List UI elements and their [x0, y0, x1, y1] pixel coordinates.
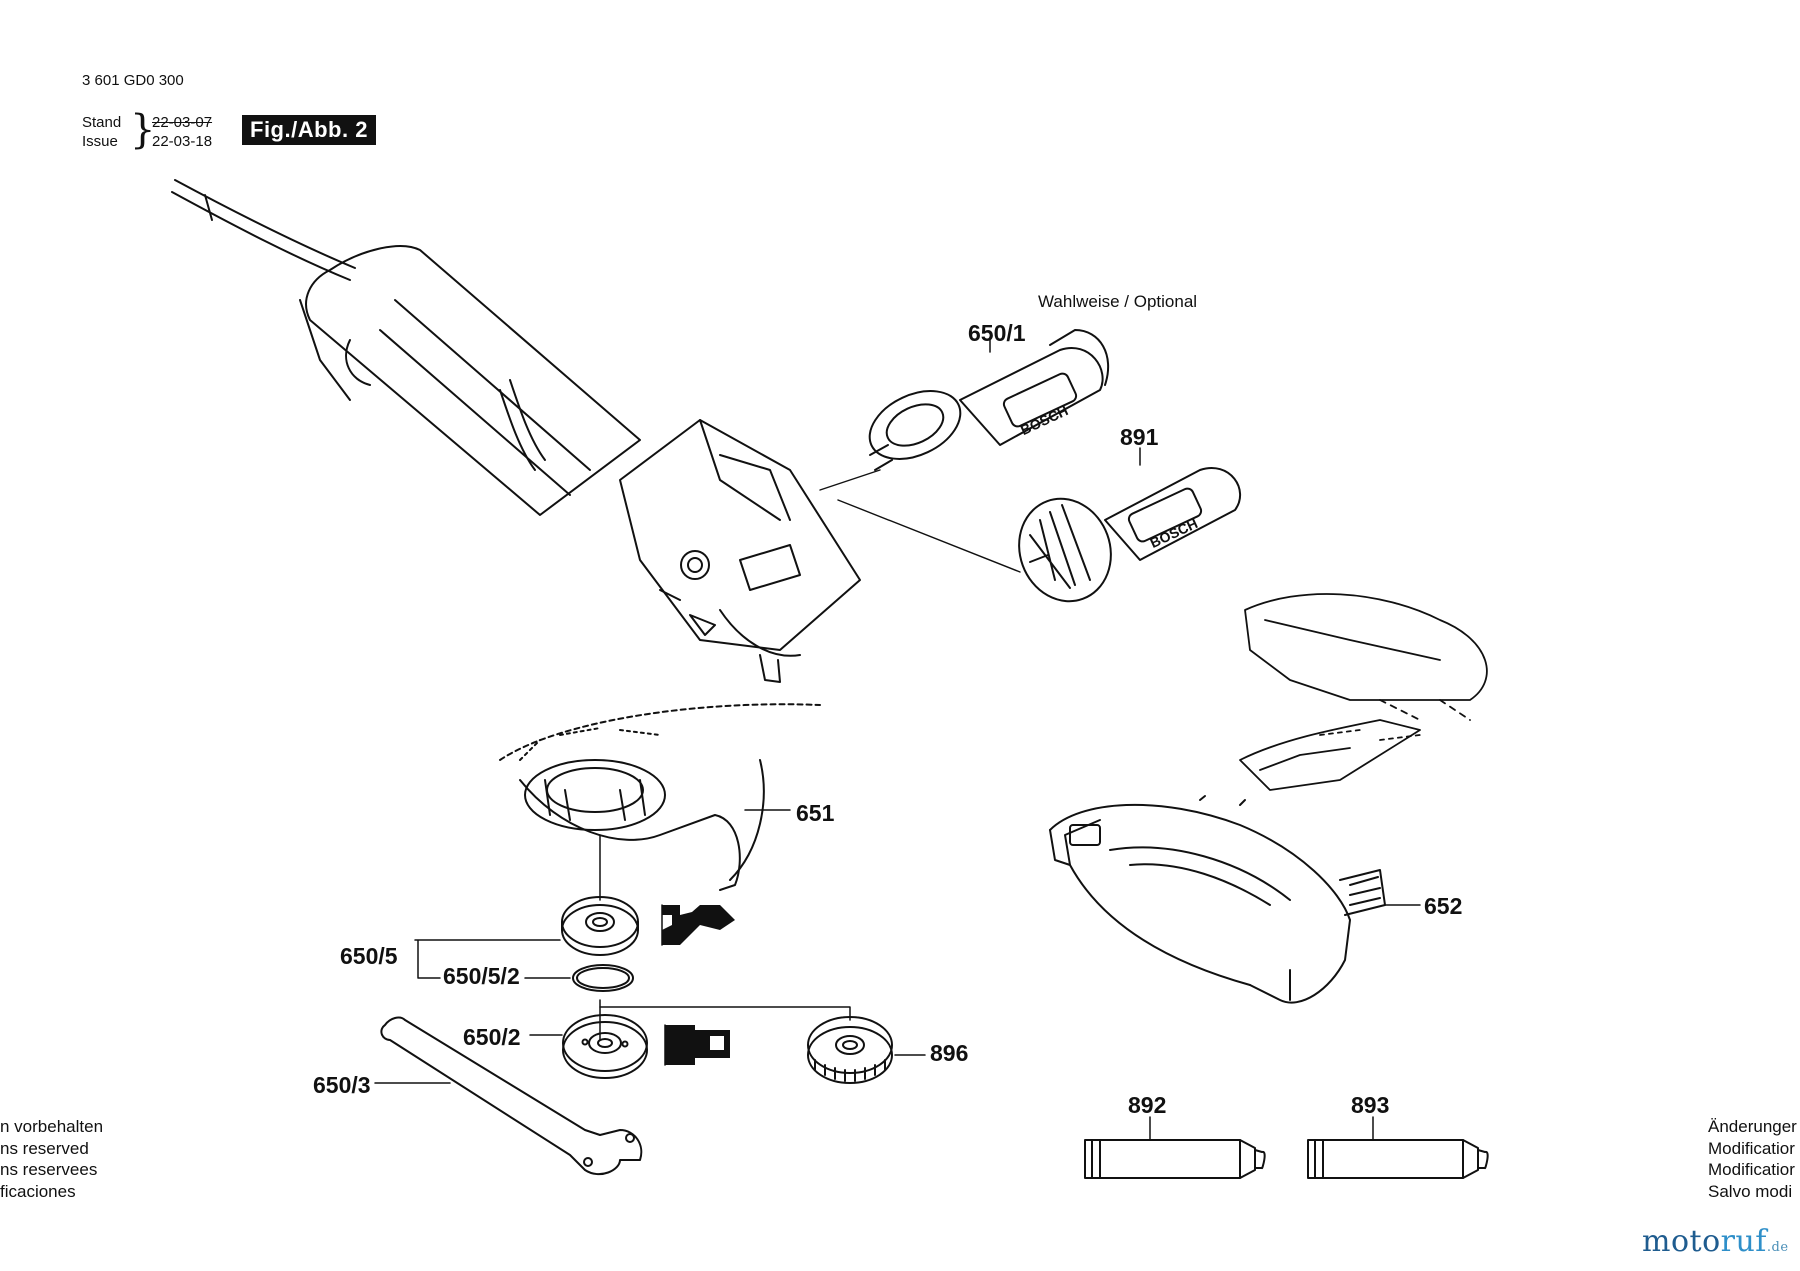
note-right-line: Salvo modi — [1708, 1181, 1793, 1201]
note-left-line: n vorbehalten — [0, 1117, 104, 1136]
logo-part-ruf: ruf — [1720, 1224, 1767, 1259]
notes-right: Änderunger Modificatior Modificatior Sal… — [1708, 1116, 1800, 1202]
note-left-line: ns reservees — [0, 1160, 98, 1179]
note-right-line: Modificatior — [1708, 1138, 1795, 1158]
flange-650-5-section — [662, 905, 735, 945]
handle-brand-891: BOSCH — [1147, 515, 1200, 551]
label-892: 892 — [1128, 1092, 1167, 1118]
assembly-axis — [599, 834, 851, 1041]
part-number: 3 601 GD0 300 — [82, 72, 184, 89]
handle-mount-lines — [819, 469, 1021, 573]
flange-650-5 — [561, 896, 639, 956]
flange-650-2-section — [664, 1024, 730, 1066]
side-handle-891 — [1018, 467, 1241, 603]
issue-label: Issue — [82, 133, 118, 150]
guard-652 — [1049, 795, 1386, 1004]
issue-date: 22-03-18 — [152, 133, 213, 150]
logo-part-tld: .de — [1766, 1240, 1789, 1255]
grease-tube-893 — [1307, 1139, 1489, 1179]
notes-left: n vorbehalten ns reserved ns reservees f… — [0, 1116, 103, 1202]
guard-651 — [499, 703, 821, 891]
power-cord — [171, 179, 356, 281]
label-650-5: 650/5 — [340, 943, 398, 969]
label-650-3: 650/3 — [313, 1072, 371, 1098]
spanner-650-3 — [380, 1016, 643, 1176]
grease-tube-892 — [1084, 1139, 1266, 1179]
side-handle-650-1 — [868, 329, 1110, 471]
note-left-line: ficaciones — [0, 1181, 76, 1201]
o-ring-650-5-2 — [572, 964, 634, 992]
angle-grinder-body — [299, 245, 861, 683]
optional-label: Wahlweise / Optional — [1038, 292, 1198, 311]
handle-brand-650-1: BOSCH — [1018, 402, 1071, 438]
label-650-5-2: 650/5/2 — [443, 963, 520, 989]
note-left-line: ns reserved — [0, 1138, 89, 1158]
label-651: 651 — [796, 800, 835, 826]
stand-label: Stand — [82, 114, 122, 131]
label-893: 893 — [1351, 1092, 1390, 1118]
note-right-line: Änderunger — [1708, 1117, 1797, 1136]
figure-badge: Fig./Abb. 2 — [242, 115, 376, 145]
quick-nut-896 — [807, 1016, 893, 1084]
motoruf-logo: motoruf.de — [1642, 1224, 1789, 1259]
label-650-1: 650/1 — [968, 320, 1026, 346]
guard-optional — [1239, 593, 1488, 791]
label-650-2: 650/2 — [463, 1024, 521, 1050]
note-right-line: Modificatior — [1708, 1160, 1795, 1179]
label-652: 652 — [1424, 893, 1463, 919]
label-891: 891 — [1120, 424, 1159, 450]
label-896: 896 — [930, 1040, 969, 1066]
brace-glyph: } — [130, 107, 156, 153]
flange-650-2 — [562, 1014, 648, 1079]
logo-part-moto: moto — [1642, 1224, 1721, 1259]
stand-date: 22-03-07 — [152, 114, 213, 131]
